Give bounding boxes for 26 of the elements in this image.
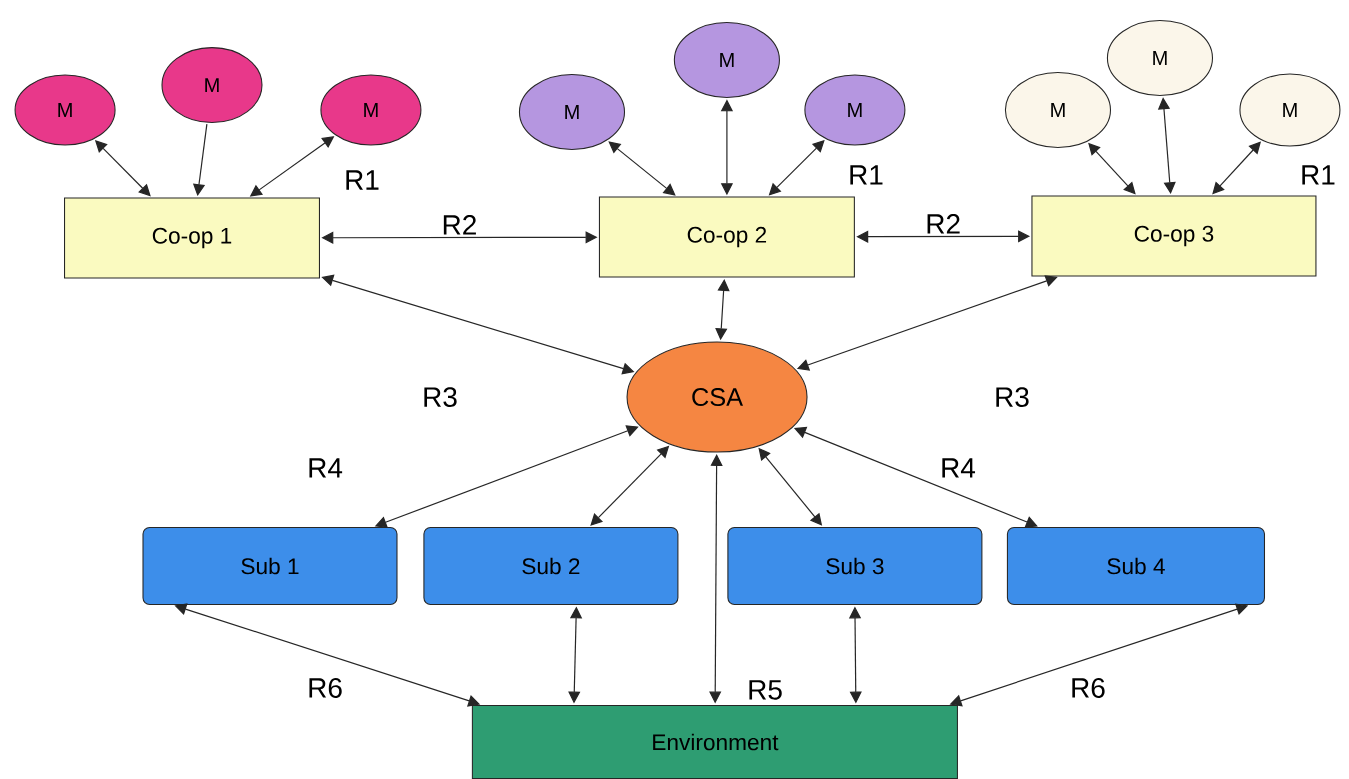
process-box: Co-op 3: [1031, 195, 1317, 277]
process-box: Co-op 1: [64, 197, 320, 279]
rounded-box: Sub 2: [423, 526, 679, 606]
ellipse-node: M: [1004, 72, 1112, 149]
relation-label: R1: [846, 164, 886, 186]
edge-label: R2: [440, 213, 479, 236]
rounded-box: Sub 4: [1006, 526, 1265, 606]
ellipse-node: CSA: [626, 341, 808, 453]
process-box: Co-op 2: [598, 196, 855, 278]
arrow: [608, 141, 676, 196]
ellipse-node: M: [1106, 20, 1214, 97]
ellipse-node: M: [804, 74, 906, 146]
ellipse-node: M: [161, 47, 263, 124]
ellipse-node: M: [673, 22, 780, 99]
relation-label: R1: [1298, 164, 1338, 186]
relation-label: R4: [305, 457, 345, 479]
ellipse-node: M: [14, 74, 116, 146]
rounded-box: Sub 1: [142, 526, 398, 606]
ellipse-node: M: [1239, 73, 1341, 147]
relation-label: R1: [342, 169, 382, 191]
relation-label: R4: [938, 457, 978, 479]
process-box: Environment: [471, 704, 958, 779]
rounded-box: Sub 3: [727, 526, 983, 606]
arrow: [1212, 141, 1261, 195]
ellipse-node: M: [320, 74, 422, 146]
ellipse-node: M: [518, 74, 626, 151]
